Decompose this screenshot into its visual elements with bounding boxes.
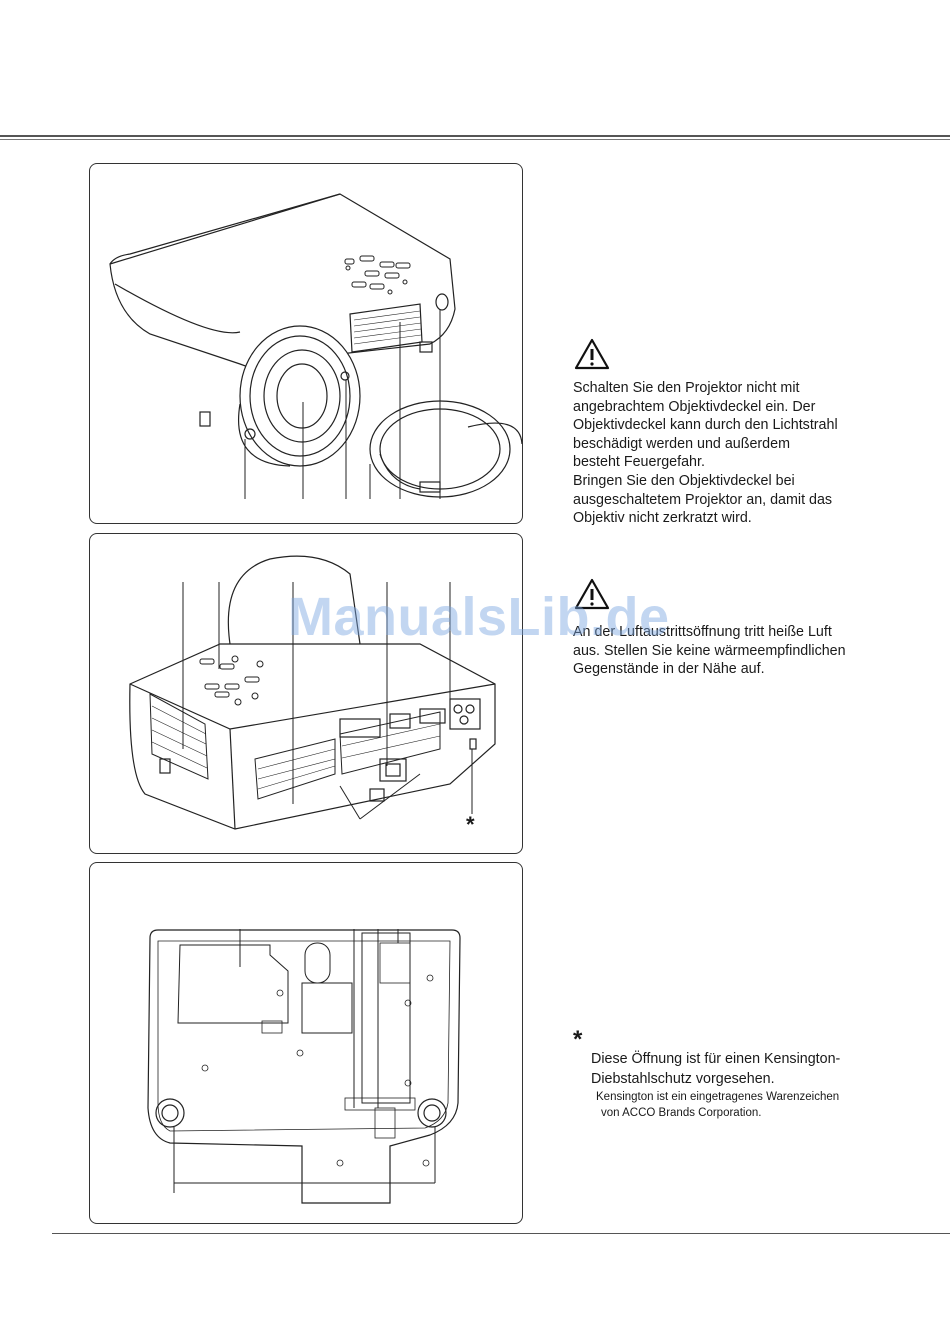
caution-line: Schalten Sie den Projektor nicht mit [573,380,800,396]
caution-line: An der Luftaustrittsöffnung tritt heiße … [573,624,832,640]
trademark-line: von ACCO Brands Corporation. [601,1107,762,1119]
warning-triangle-icon [574,578,610,615]
rear-view-illustration [89,533,523,854]
lens-cap-caution-text: Schalten Sie den Projektor nicht mit ang… [573,379,873,528]
kensington-trademark-note: Kensington ist ein eingetragenes Warenze… [596,1089,886,1121]
caution-line: ausgeschaltetem Projektor an, damit das [573,491,833,508]
front-view-illustration [89,163,523,524]
hot-air-caution-text: An der Luftaustrittsöffnung tritt heiße … [573,623,873,679]
watermark: ManualsLib.de [288,587,670,647]
top-rule-thin [0,139,950,140]
bottom-view-illustration [89,862,523,1224]
bottom-rule [52,1233,950,1234]
warning-triangle-icon [574,338,610,375]
caution-line: Objektiv nicht zerkratzt wird. [573,510,752,527]
kensington-line: Diebstahlschutz vorgesehen. [591,1071,775,1087]
kensington-marker: * [466,812,475,837]
caution-line: Bringen Sie den Objektivdeckel bei [573,472,795,489]
kensington-footnote-marker: * [573,1026,583,1053]
trademark-line: Kensington ist ein eingetragenes Warenze… [596,1091,840,1103]
kensington-note-text: Diese Öffnung ist für einen Kensington- … [591,1049,891,1089]
caution-line: Objektivdeckel kann durch den Lichtstrah… [573,417,838,434]
top-rule [0,135,950,137]
caution-line: beschädigt werden und außerdem [573,435,790,452]
kensington-line: Diese Öffnung ist für einen Kensington- [591,1051,841,1067]
caution-line: angebrachtem Objektivdeckel ein. Der [573,398,816,415]
caution-line: besteht Feuergefahr. [573,454,705,471]
caution-line: Gegenstände in der Nähe auf. [573,661,765,678]
caution-line: aus. Stellen Sie keine wärmeempfindliche… [573,642,846,659]
